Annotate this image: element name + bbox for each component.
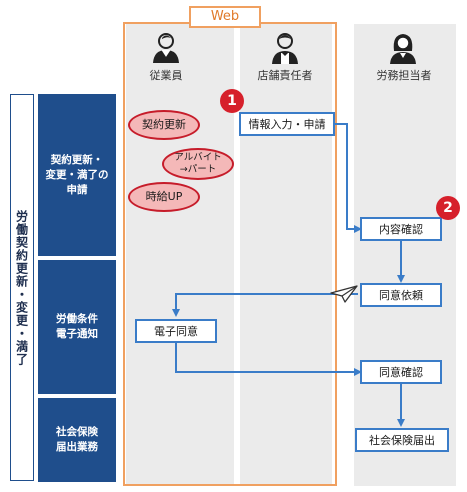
paper-plane-icon <box>330 285 358 303</box>
outer-process-text: 労働契約更新・変更・満了 <box>14 209 29 366</box>
step-consent-request: 同意依頼 <box>360 283 442 307</box>
manager-column <box>240 24 332 486</box>
arrow-input-to-review <box>335 123 362 233</box>
step-electronic-consent: 電子同意 <box>135 319 217 343</box>
bubble-raise: 時給UP <box>128 182 200 212</box>
bubble-renewal: 契約更新 <box>128 110 200 140</box>
step-social-insurance: 社会保険届出 <box>355 428 449 452</box>
role-labor-label: 労務担当者 <box>376 69 432 82</box>
arrow-consent-req-to-e-consent <box>172 293 358 317</box>
bubble-part-time: アルバイト →パート <box>162 148 234 180</box>
step-badge-2: 2 <box>436 196 460 220</box>
woman-icon <box>390 34 416 64</box>
labor-column <box>354 24 456 486</box>
step-badge-1: 1 <box>220 89 244 113</box>
phase-application: 契約更新・ 変更・満了の 申請 <box>38 94 116 256</box>
employee-column <box>126 24 234 486</box>
step-info-input: 情報入力・申請 <box>239 112 335 136</box>
phase-electronic-notice: 労働条件 電子通知 <box>38 260 116 394</box>
step-consent-check: 同意確認 <box>360 360 442 384</box>
phase-insurance: 社会保険 届出業務 <box>38 398 116 482</box>
role-manager-label: 店舗責任者 <box>257 69 313 82</box>
person-icon <box>153 33 179 63</box>
role-employee-label: 従業員 <box>149 69 183 82</box>
step-content-review: 内容確認 <box>360 217 442 241</box>
web-label: Web <box>189 6 261 28</box>
outer-process-label: 労働契約更新・変更・満了 <box>10 94 34 481</box>
arrow-e-consent-to-consent-check <box>175 343 362 376</box>
manager-icon <box>272 33 298 64</box>
